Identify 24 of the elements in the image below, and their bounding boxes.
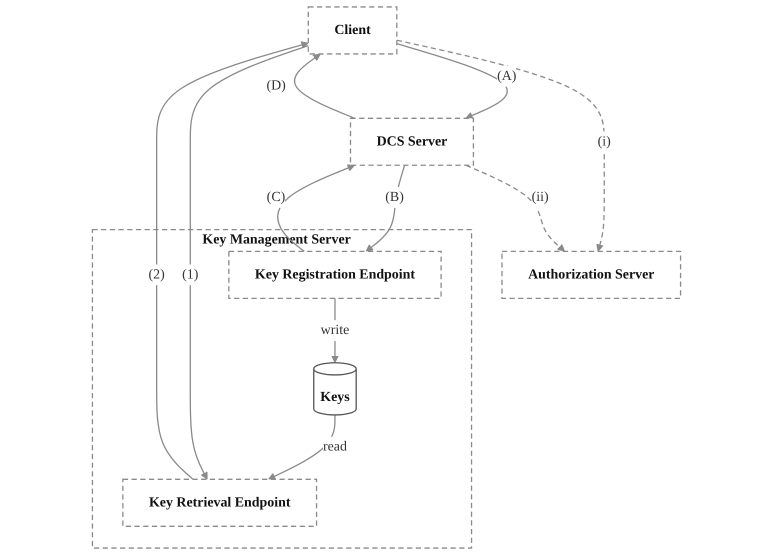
- node-box: Key Registration Endpoint: [228, 250, 442, 299]
- arrow: [294, 54, 355, 119]
- arrow: [268, 414, 336, 480]
- arrow: [396, 40, 605, 252]
- edge-label: (1): [182, 267, 198, 282]
- arrow: [366, 165, 406, 252]
- edge-label: read: [322, 439, 347, 454]
- edge-label: (A): [497, 68, 516, 84]
- node-box: Client: [308, 6, 398, 55]
- edge-label: (i): [598, 134, 611, 149]
- edge-label: (B): [385, 190, 404, 204]
- arrow: [396, 43, 508, 120]
- node-box: Key Retrieval Endpoint: [122, 478, 318, 527]
- edge-label: write: [320, 322, 350, 338]
- edge-label: (ii): [532, 190, 549, 204]
- arrow: [466, 164, 566, 252]
- edge-label: (2): [148, 267, 165, 282]
- arrow: [156, 41, 309, 480]
- arrow: [277, 164, 355, 252]
- edge-label: (D): [266, 78, 286, 94]
- node-box: Authorization Server: [501, 250, 682, 299]
- node-box: DCS Server: [350, 118, 474, 166]
- arrow: [190, 45, 308, 480]
- edge-label: (C): [266, 190, 286, 204]
